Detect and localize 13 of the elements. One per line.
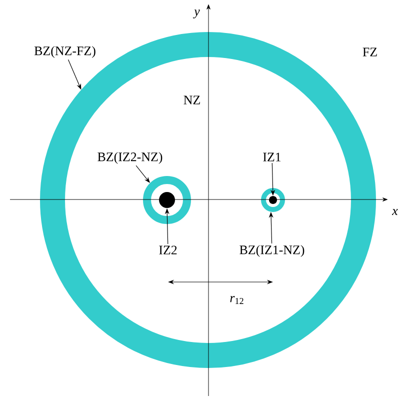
boundary-ring [143, 176, 191, 224]
axis-label: y [193, 10, 200, 18]
inclusion-dot [159, 192, 175, 208]
region-label: FZ [362, 48, 377, 56]
region-label: NZ [184, 96, 200, 104]
zone-label: BZ(NZ-FZ) [34, 46, 96, 58]
zone-label: BZ(IZ1-NZ) [240, 245, 304, 257]
axis-label: x [392, 209, 398, 215]
zone-label: IZ2 [159, 246, 177, 254]
boundary-ring [261, 188, 285, 212]
zone-label: BZ(IZ2-NZ) [98, 152, 162, 164]
distance-label: r$_{12}$ [230, 296, 244, 304]
zone-label: IZ1 [263, 152, 281, 162]
